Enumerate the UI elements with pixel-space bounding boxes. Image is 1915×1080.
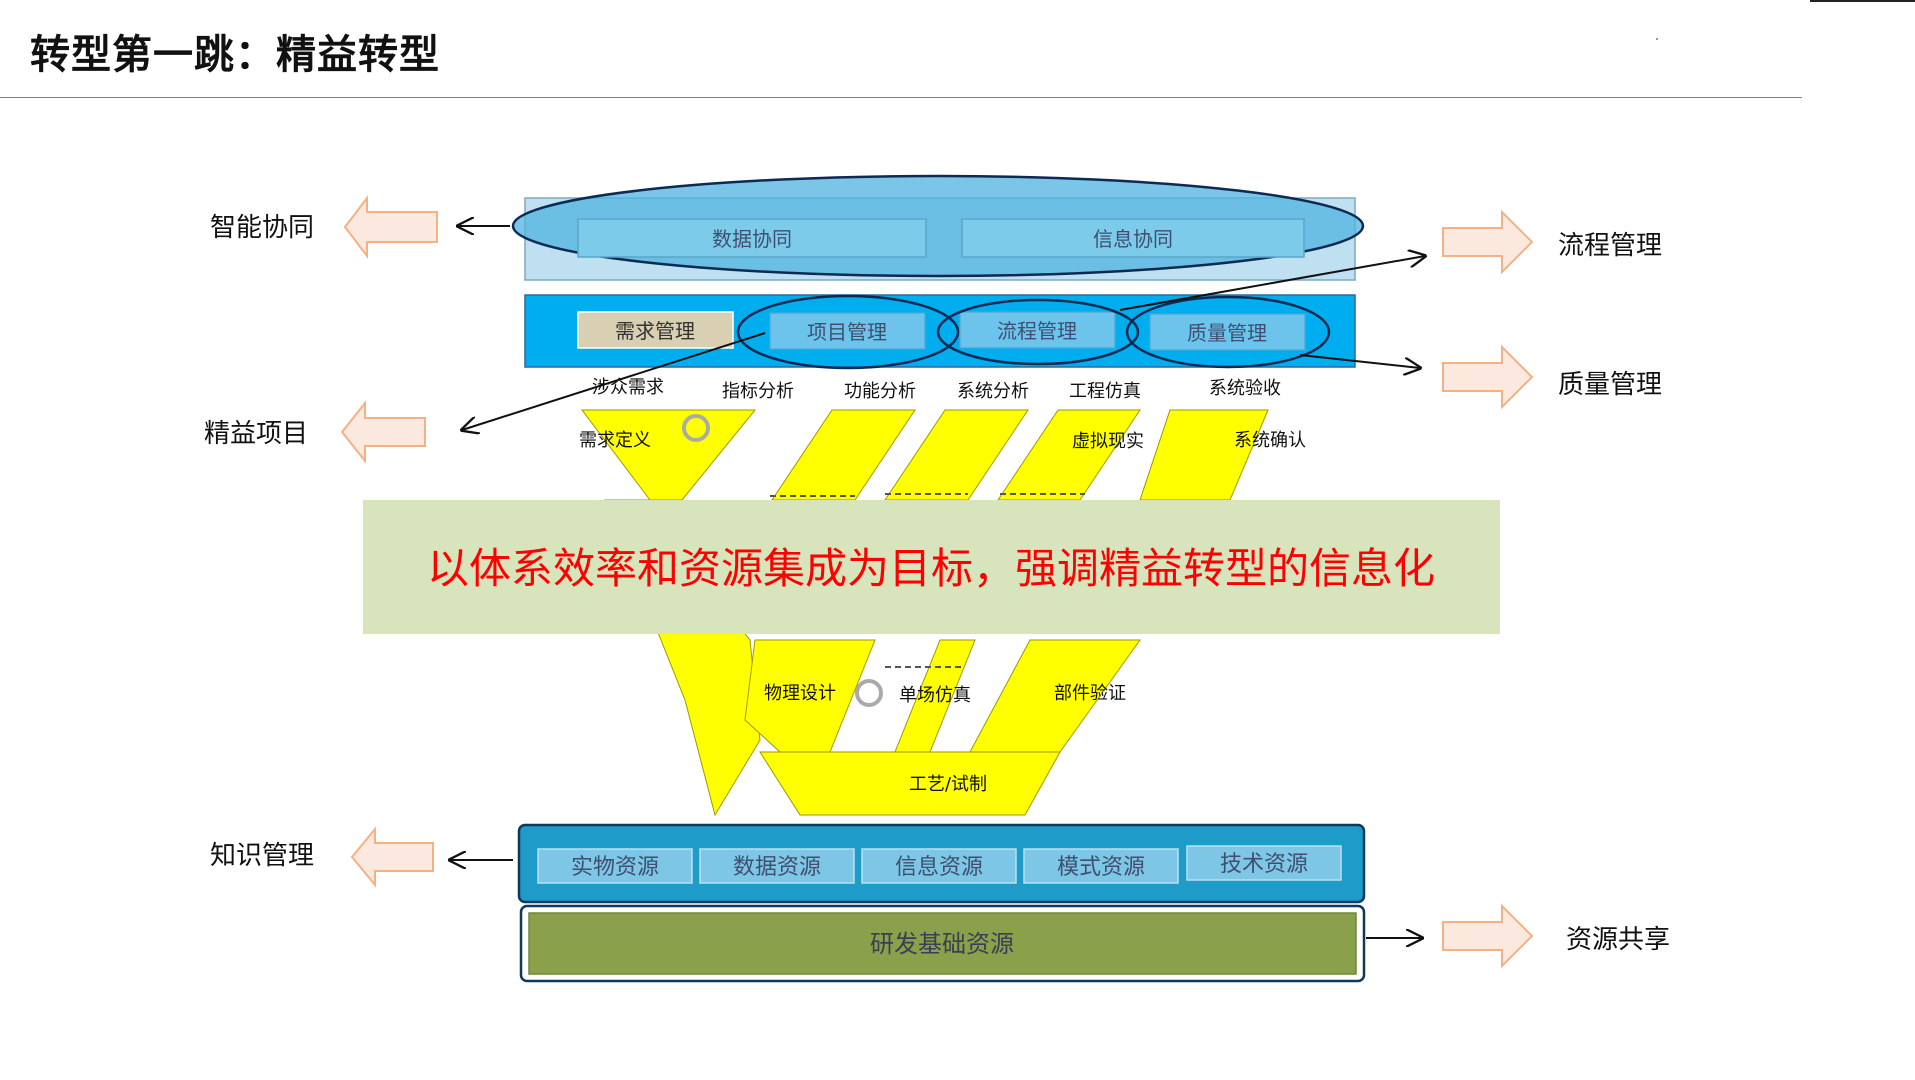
process-mgmt-ellipse bbox=[936, 298, 1140, 366]
funnel-label-eng-simulation: 工程仿真 bbox=[1069, 381, 1141, 402]
funnel-band-5 bbox=[1139, 409, 1269, 501]
quality-mgmt-ellipse bbox=[1125, 295, 1331, 369]
funnel bbox=[580, 409, 1269, 817]
arrow-to-lean-project bbox=[462, 332, 766, 430]
funnel-label-physical-design: 物理设计 bbox=[764, 683, 836, 704]
resource-box-1 bbox=[537, 848, 693, 884]
block-arrow-right-3 bbox=[1442, 903, 1534, 969]
process-mgmt-box bbox=[959, 311, 1116, 349]
funnel-label-process-trial: 工艺/试制 bbox=[909, 774, 987, 795]
side-label-smart-collab: 智能协同 bbox=[210, 213, 314, 243]
funnel-label-system-confirm: 系统确认 bbox=[1234, 430, 1306, 451]
resource-box-4 bbox=[1023, 848, 1179, 884]
block-arrow-left-1 bbox=[343, 195, 438, 259]
resource-label-tech: 技术资源 bbox=[1220, 852, 1308, 877]
resource-label-model: 模式资源 bbox=[1057, 855, 1145, 880]
cycle-icon bbox=[682, 414, 710, 442]
block-arrow-left-2 bbox=[340, 400, 426, 464]
arrow-to-quality-mgmt bbox=[1299, 354, 1420, 368]
resource-label-data: 数据资源 bbox=[733, 855, 821, 880]
corner-line bbox=[1810, 0, 1915, 2]
info-collab-box bbox=[961, 218, 1305, 258]
project-mgmt-label: 项目管理 bbox=[807, 320, 887, 344]
banner-text: 以体系效率和资源集成为目标，强调精益转型的信息化 bbox=[427, 544, 1435, 593]
funnel-label-system-acceptance: 系统验收 bbox=[1209, 378, 1281, 399]
funnel-label-metric-analysis: 指标分析 bbox=[722, 381, 794, 402]
block-arrow-right-1 bbox=[1442, 209, 1534, 275]
cycle-icon-lower bbox=[855, 679, 883, 707]
resource-box-2 bbox=[699, 848, 855, 884]
funnel-band-1 bbox=[580, 409, 757, 501]
page-title: 转型第一跳：精益转型 bbox=[30, 32, 440, 78]
quality-mgmt-label: 质量管理 bbox=[1187, 321, 1267, 345]
data-collab-label: 数据协同 bbox=[712, 227, 792, 251]
requirement-mgmt-label: 需求管理 bbox=[615, 319, 695, 343]
side-label-process-mgmt: 流程管理 bbox=[1558, 231, 1662, 261]
resource-box-3 bbox=[861, 848, 1017, 884]
resource-label-physical: 实物资源 bbox=[571, 855, 659, 880]
block-arrow-left-3 bbox=[350, 826, 434, 888]
side-label-resource-share: 资源共享 bbox=[1566, 925, 1670, 955]
info-collab-label: 信息协同 bbox=[1093, 227, 1173, 251]
side-label-knowledge-mgmt: 知识管理 bbox=[210, 841, 314, 871]
funnel-label-function-analysis: 功能分析 bbox=[844, 381, 916, 402]
funnel-label-stakeholder-req: 涉众需求 bbox=[592, 377, 664, 398]
funnel-label-component-verify: 部件验证 bbox=[1054, 683, 1126, 704]
funnel-label-system-analysis: 系统分析 bbox=[957, 381, 1029, 402]
data-collab-box bbox=[577, 218, 927, 258]
tiny-mark bbox=[1656, 38, 1658, 40]
block-arrow-right-2 bbox=[1442, 344, 1534, 410]
arrow-to-process-mgmt bbox=[1119, 256, 1425, 311]
funnel-label-single-sim: 单场仿真 bbox=[899, 685, 971, 706]
project-mgmt-box bbox=[769, 312, 926, 350]
banner-panel bbox=[363, 500, 1500, 634]
process-mgmt-label: 流程管理 bbox=[997, 319, 1077, 343]
funnel-label-req-definition: 需求定义 bbox=[579, 430, 651, 451]
project-mgmt-ellipse bbox=[736, 294, 960, 370]
base-resource-panel bbox=[528, 912, 1357, 975]
funnel-bottom bbox=[759, 751, 1061, 816]
resource-box-5 bbox=[1186, 845, 1342, 881]
funnel-label-virtual-reality: 虚拟现实 bbox=[1072, 431, 1144, 452]
requirement-mgmt-box bbox=[577, 311, 734, 349]
title-divider bbox=[0, 97, 1802, 98]
side-label-lean-project: 精益项目 bbox=[204, 419, 308, 449]
quality-mgmt-box bbox=[1149, 313, 1306, 351]
side-label-quality-mgmt: 质量管理 bbox=[1558, 370, 1662, 400]
base-resource-label: 研发基础资源 bbox=[870, 930, 1014, 958]
resource-label-info: 信息资源 bbox=[895, 855, 983, 880]
